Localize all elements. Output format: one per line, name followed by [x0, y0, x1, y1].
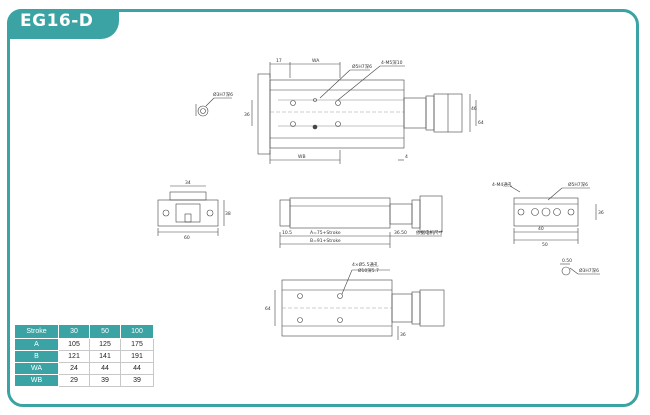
spec-header-cell: 30	[58, 324, 90, 339]
drawing-frame	[7, 9, 639, 407]
spec-cell: 105	[58, 338, 90, 351]
dim-label: 46	[471, 106, 477, 112]
right-view	[509, 185, 600, 276]
dim-label: 64	[478, 120, 484, 126]
front-view	[157, 185, 225, 236]
dim-label: 50	[542, 242, 548, 248]
dim-label: 34	[185, 180, 191, 186]
spec-cell: 29	[58, 374, 90, 387]
dim-label: 4×Ø5.5通孔	[352, 261, 379, 268]
dim-label: 4-M4通孔	[492, 181, 513, 188]
dim-label: 17	[276, 58, 282, 64]
dim-label: 4-M5深10	[381, 59, 403, 66]
spec-cell: 39	[120, 374, 154, 387]
spec-cell: 44	[120, 362, 154, 375]
dim-label: Ø3H7深6	[213, 91, 233, 98]
dim-label: 0.50	[562, 258, 572, 264]
dim-label: 60	[184, 235, 190, 241]
spec-header-cell: 100	[120, 324, 154, 339]
side-view	[279, 195, 443, 248]
dim-label: 36.50	[394, 230, 407, 236]
spec-row-label: B	[14, 350, 59, 363]
dim-label: 36	[598, 210, 604, 216]
dim-label: Ø5H7深6	[568, 181, 588, 188]
spec-cell: 24	[58, 362, 90, 375]
dim-label: A=75+Stroke	[310, 230, 341, 236]
top-view	[195, 62, 477, 164]
spec-row: WB 29 39 39	[14, 374, 154, 387]
spec-cell: 121	[58, 350, 90, 363]
dim-label: WB	[298, 154, 306, 160]
dim-label: 4	[405, 154, 408, 160]
dim-label: 36	[400, 332, 406, 338]
spec-row-label: WB	[14, 374, 59, 387]
spec-header-cell: 50	[89, 324, 121, 339]
dim-label: B=91+Stroke	[310, 238, 341, 244]
spec-row-label: WA	[14, 362, 59, 375]
spec-cell: 191	[120, 350, 154, 363]
spec-header-cell: Stroke	[14, 324, 59, 339]
dim-label: Ø10深5.7	[358, 267, 379, 274]
title-tab	[7, 9, 119, 39]
spec-row-label: A	[14, 338, 59, 351]
dim-label: 36	[244, 112, 250, 118]
spec-cell: 175	[120, 338, 154, 351]
spec-cell: 125	[89, 338, 121, 351]
spec-row: WA 24 44 44	[14, 362, 154, 375]
spec-row: A 105 125 175	[14, 338, 154, 351]
spec-header-row: Stroke 30 50 100	[14, 324, 154, 339]
spec-cell: 39	[89, 374, 121, 387]
dim-label: 依据电机尺寸	[416, 229, 443, 236]
dim-label: 64	[265, 306, 271, 312]
dim-label: Ø5H7深6	[352, 63, 372, 70]
spec-table: Stroke 30 50 100 A 105 125 175 B 121 141…	[14, 324, 154, 387]
dim-label: 40	[538, 226, 544, 232]
model-title: EG16-D	[20, 11, 94, 31]
dim-label: Ø3H7深6	[579, 267, 599, 274]
bottom-view	[274, 269, 445, 340]
spec-cell: 141	[89, 350, 121, 363]
dim-label: 10.5	[282, 230, 292, 236]
spec-cell: 44	[89, 362, 121, 375]
dim-label: 38	[225, 211, 231, 217]
dim-label: WA	[312, 58, 320, 64]
spec-row: B 121 141 191	[14, 350, 154, 363]
